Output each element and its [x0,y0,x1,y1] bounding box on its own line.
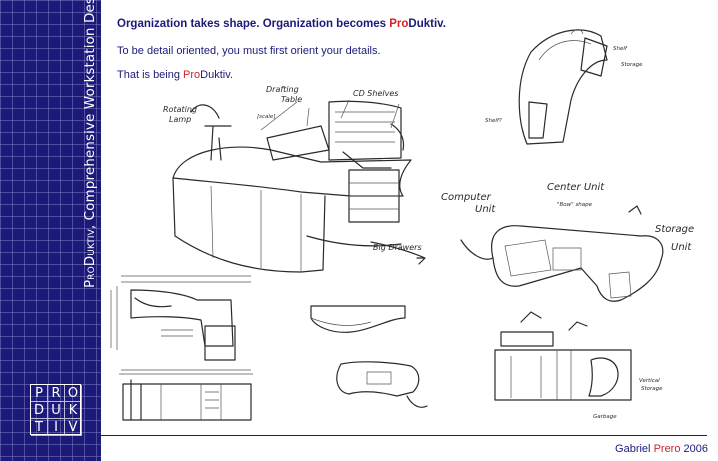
label-shelf-storage: Shelf [613,46,628,52]
author-year: 2006 [680,443,708,455]
author-credit: Gabriel Prero 2006 [615,443,708,455]
headline-brand-duktiv: Duktiv [408,18,443,30]
author-first-name: Gabriel [615,443,654,455]
plan-view-sketch [518,29,608,145]
label-storage-unit: Storage [655,224,694,235]
logo-letter: P [31,385,48,402]
logo-letter: K [65,402,82,419]
logo-letter: I [48,419,65,436]
label-computer-unit: Computer [441,192,492,203]
label-storage-unit-2: Unit [671,242,692,253]
logo-letter: D [31,402,48,419]
brand-line-duktiv: Duktiv [200,69,230,81]
logo-letter: V [65,419,82,436]
vertical-project-title: ProDuktiv, Comprehensive Workstation Des… [82,0,98,288]
label-shelf-storage-2: Storage [621,62,643,68]
tagline: To be detail oriented, you must first or… [117,45,381,57]
units-sketch [460,205,664,302]
brand-line-text: That is being [117,69,184,81]
label-bow-shape: "Bow" shape [557,202,593,208]
workstation-sketches: Rotating Lamp Drafting Table [scale] CD … [110,29,694,421]
label-cd-shelves: CD Shelves [353,89,398,98]
sidebar-panel: ProDuktiv, Comprehensive Workstation Des… [0,0,101,461]
label-vertical-storage: Vertical [639,378,660,384]
brand-line-end: . [229,69,233,81]
logo-letter: O [65,385,82,402]
headline-end: . [442,18,446,30]
title-subtitle: , Comprehensive Workstation Design [82,0,98,230]
brand-line: That is being ProDuktiv. [117,69,233,81]
headline-text: Organization takes shape. Organization b… [117,18,390,30]
logo-letter: R [48,385,65,402]
brand-line-pro: Pro [183,69,201,81]
technical-elevation-drawing [119,369,253,421]
side-elevation-sketch [494,311,632,401]
label-drafting-table-2: Table [281,95,302,104]
label-center-unit: Center Unit [547,182,605,193]
technical-plan-drawing [110,275,251,361]
headline: Organization takes shape. Organization b… [117,18,446,30]
drawers-arrow [370,241,426,265]
footer-divider [101,435,707,436]
label-shelf: Shelf? [485,118,502,124]
label-big-drawers: Big Drawers [373,243,422,252]
desk-edge-sketch [310,305,428,408]
label-garbage: Garbage [593,414,617,420]
label-rotating-lamp: Rotating [163,105,197,114]
headline-brand-pro: Pro [389,18,409,30]
produktiv-logo: P R O D U K T I V [30,384,82,436]
label-rotating-lamp-2: Lamp [169,115,191,124]
author-last-name: Prero [653,443,681,455]
logo-letter: T [31,419,48,436]
label-drafting-table: Drafting [266,85,299,94]
label-vertical-storage-2: Storage [641,386,663,392]
title-brand: ProDuktiv [82,229,98,288]
label-computer-unit-2: Unit [475,204,496,215]
label-scale: [scale] [257,114,275,120]
logo-letter: U [48,402,65,419]
main-workstation-sketch [172,99,412,273]
